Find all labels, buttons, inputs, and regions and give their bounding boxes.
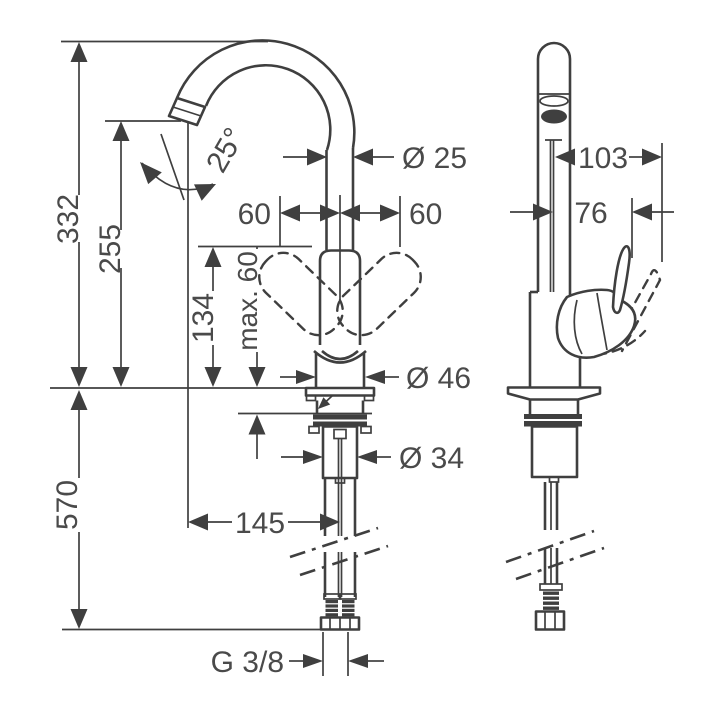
dim-offset-right-label: 60 [409, 198, 442, 231]
angle-reference-slash [160, 133, 185, 201]
spout-outlet-side [539, 95, 569, 107]
front-view [167, 39, 422, 631]
mounting-shank-side [530, 425, 579, 479]
supply-hose-side [505, 482, 605, 631]
dimension-spout-tube-diameter: Ø 25 [283, 142, 467, 175]
dimension-handle-reach-closed: 76 [510, 197, 674, 258]
dimension-total-height: 332 [52, 42, 88, 387]
dim-spout-reach-label: 145 [235, 507, 285, 540]
handle-front [313, 249, 367, 364]
dim-total-height-label: 332 [52, 194, 85, 244]
faucet-body-front [304, 352, 376, 484]
handle-side [555, 244, 637, 359]
escutcheon-side [506, 386, 602, 483]
break-symbol-side [505, 529, 605, 581]
dimensions-front: 332 255 134 max. 60 [50, 40, 471, 679]
dimension-handle-reach-open: 103 [555, 142, 663, 262]
dimension-spout-reach: 145 [188, 507, 340, 540]
dimension-swivel-angle: 25° [140, 122, 251, 201]
dimension-shank-diameter: Ø 34 [281, 442, 464, 475]
dimension-spout-height: 255 [94, 121, 130, 387]
escutcheon-front [304, 386, 376, 397]
hose-connector-side [534, 583, 566, 631]
dim-spout-tube-diameter-label: Ø 25 [402, 142, 467, 175]
dimensions-side: 103 76 [510, 142, 674, 262]
dimension-offsets: 60 60 [238, 196, 442, 247]
supply-hoses-front [289, 438, 389, 631]
dim-body-height-label: 134 [187, 293, 220, 343]
side-view [505, 41, 662, 631]
mounting-shank-front [321, 425, 359, 480]
dimension-hose-thread: G 3/8 [211, 632, 384, 679]
dim-base-diameter-label: Ø 46 [406, 362, 471, 395]
dim-spout-height-label: 255 [94, 224, 127, 274]
dim-max-mount-thickness-label: max. 60 [232, 251, 263, 351]
dimension-base-diameter: Ø 46 [280, 362, 471, 395]
dim-swivel-angle-label: 25° [200, 122, 251, 178]
dim-handle-reach-closed-label: 76 [574, 197, 607, 230]
side-spout-tube [536, 41, 572, 296]
dim-below-deck-label: 570 [51, 480, 84, 530]
hose-connectors-front [319, 593, 361, 631]
dimension-below-deck: 570 [51, 390, 88, 629]
handle-swing-dashed [258, 251, 422, 337]
dimension-body-height: 134 [187, 247, 222, 387]
dimension-max-mount-thickness: max. 60 [232, 246, 266, 459]
dim-shank-diameter-label: Ø 34 [399, 442, 464, 475]
handle-lever-tip [611, 244, 631, 315]
dim-handle-reach-open-label: 103 [578, 142, 628, 175]
dim-hose-thread-label: G 3/8 [211, 646, 284, 679]
swivel-indicator-arrow [318, 395, 333, 409]
spout [167, 39, 356, 302]
break-symbol-front [289, 526, 389, 577]
dim-offset-left-label: 60 [238, 198, 271, 231]
